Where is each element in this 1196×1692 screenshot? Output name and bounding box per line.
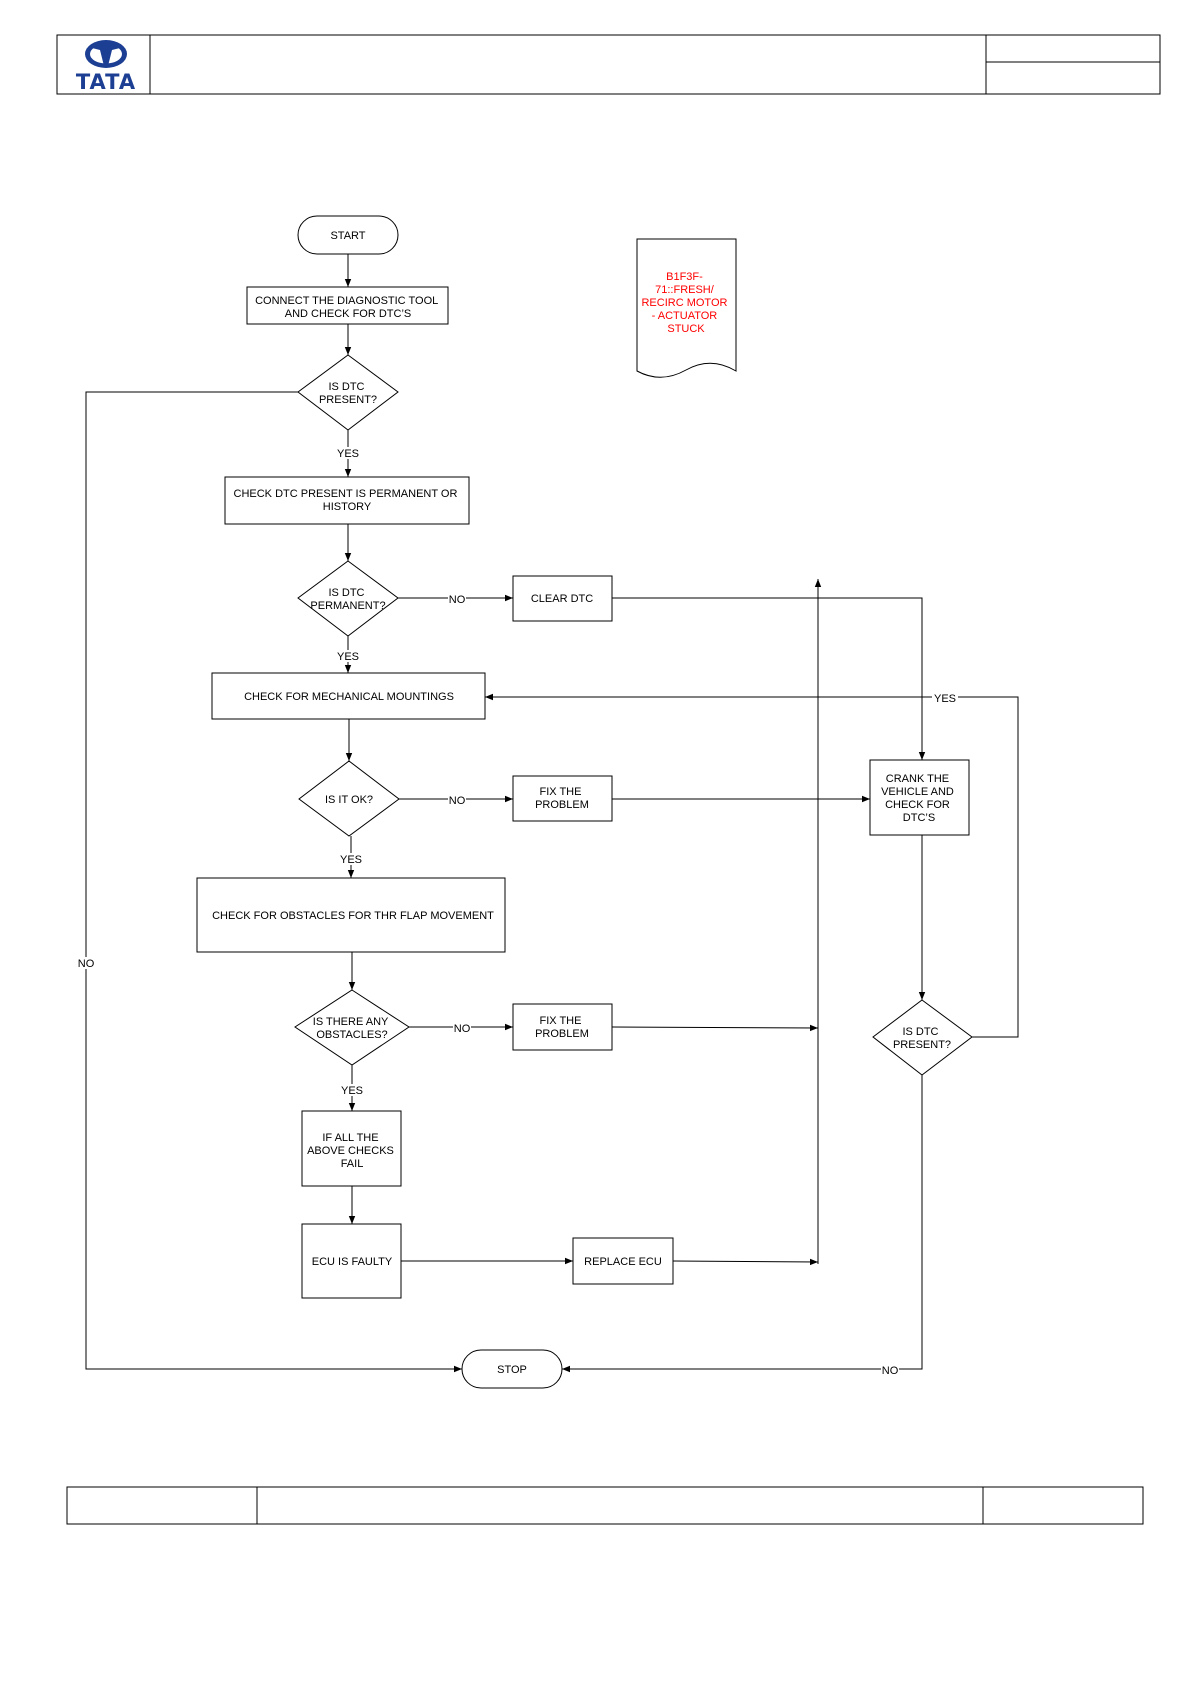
clear-dtc-label: CLEAR DTC	[531, 593, 593, 605]
footer-frame	[66, 1486, 1144, 1525]
all-checks-fail-line: IF ALL THE	[322, 1132, 378, 1144]
replace-ecu-label: REPLACE ECU	[584, 1256, 662, 1268]
check-dtc-permanent-process	[224, 476, 470, 525]
clear-dtc-line: CLEAR DTC	[531, 593, 593, 605]
label-permanent-no: NO	[449, 594, 466, 606]
edge-replace-bus	[672, 1258, 819, 1266]
ecu-faulty-process	[301, 1223, 402, 1299]
fix-problem-2-label: FIX THE PROBLEM	[535, 1015, 589, 1040]
start-label: START	[330, 230, 365, 242]
label-present2-no: NO	[882, 1365, 899, 1377]
dtc-note-line: RECIRC MOTOR	[641, 297, 727, 309]
dtc-note: B1F3F- 71::FRESH/ RECIRC MOTOR - ACTUATO…	[636, 238, 737, 378]
any-obstacles-line: IS THERE ANY	[313, 1016, 389, 1028]
connect-tool-label: CONNECT THE DIAGNOSTIC TOOL AND CHECK FO…	[255, 295, 441, 320]
tata-logo-text: TATA	[76, 70, 136, 94]
check-obstacles-line: CHECK FOR OBSTACLES FOR THR FLAP MOVEMEN…	[212, 910, 494, 922]
is-dtc-present-label: IS DTC PRESENT?	[319, 381, 377, 406]
crank-vehicle-process	[869, 759, 970, 836]
fix-problem-1-label: FIX THE PROBLEM	[535, 786, 589, 811]
stop-label: STOP	[497, 1364, 527, 1376]
any-obstacles-label: IS THERE ANY OBSTACLES?	[313, 1016, 391, 1041]
check-dtc-permanent-line: HISTORY	[323, 501, 372, 513]
check-dtc-permanent-label: CHECK DTC PRESENT IS PERMANENT OR HISTOR…	[234, 488, 461, 513]
fix-problem-1-line: FIX THE	[539, 786, 581, 798]
dtc-note-text: B1F3F- 71::FRESH/ RECIRC MOTOR - ACTUATO…	[641, 271, 730, 335]
crank-vehicle-line: CHECK FOR	[885, 799, 950, 811]
is-dtc-present-2-label: IS DTC PRESENT?	[893, 1026, 951, 1051]
is-it-ok-decision	[298, 760, 400, 837]
label-obstacles-no: NO	[454, 1023, 471, 1035]
label-present-yes: YES	[337, 448, 359, 460]
label-present2-yes: YES	[934, 693, 956, 705]
all-checks-fail-line: ABOVE CHECKS	[307, 1145, 394, 1157]
fix-problem-1-line: PROBLEM	[535, 799, 589, 811]
header-frame	[56, 34, 1161, 95]
crank-vehicle-line: CRANK THE	[886, 773, 949, 785]
fix-problem-1-process	[512, 775, 613, 822]
check-mountings-line: CHECK FOR MECHANICAL MOUNTINGS	[244, 691, 454, 703]
label-ok-yes: YES	[340, 854, 362, 866]
dtc-note-line: B1F3F-	[666, 271, 703, 283]
label-obstacles-yes: YES	[341, 1085, 363, 1097]
check-obstacles-label: CHECK FOR OBSTACLES FOR THR FLAP MOVEMEN…	[212, 910, 494, 922]
edge-present2-no	[562, 1075, 923, 1373]
tata-logo-emblem	[85, 40, 127, 68]
edge-present-no	[85, 391, 462, 1373]
stop-line: STOP	[497, 1364, 527, 1376]
tata-logo: TATA	[76, 40, 136, 94]
replace-ecu-line: REPLACE ECU	[584, 1256, 662, 1268]
dtc-note-line: STUCK	[667, 323, 705, 335]
edge-present2-yes	[485, 693, 1019, 1038]
is-dtc-present-line: PRESENT?	[319, 394, 377, 406]
ecu-faulty-line: ECU IS FAULTY	[312, 1256, 393, 1268]
is-dtc-present-2-line: IS DTC	[902, 1026, 938, 1038]
is-it-ok-line: IS IT OK?	[325, 794, 373, 806]
edge-fix2-bus	[611, 1024, 819, 1032]
fix-problem-2-line: PROBLEM	[535, 1028, 589, 1040]
label-ok-no: NO	[449, 795, 466, 807]
all-checks-fail-process	[301, 1110, 402, 1187]
crank-vehicle-line: DTC’S	[903, 812, 935, 824]
replace-ecu-process	[572, 1237, 674, 1285]
is-dtc-permanent-line: PERMANENT?	[310, 600, 385, 612]
fix-problem-2-line: FIX THE	[539, 1015, 581, 1027]
any-obstacles-line: OBSTACLES?	[316, 1029, 387, 1041]
label-present-no: NO	[78, 958, 95, 970]
connect-tool-line: CONNECT THE DIAGNOSTIC TOOL	[255, 295, 438, 307]
fix-problem-2-process	[512, 1003, 613, 1051]
check-dtc-permanent-line: CHECK DTC PRESENT IS PERMANENT OR	[234, 488, 458, 500]
crank-vehicle-label: CRANK THE VEHICLE AND CHECK FOR DTC’S	[881, 773, 957, 824]
all-checks-fail-line: FAIL	[341, 1158, 364, 1170]
clear-dtc-process	[512, 575, 613, 622]
is-dtc-permanent-line: IS DTC	[328, 587, 364, 599]
connect-tool-line: AND CHECK FOR DTC’S	[285, 308, 412, 320]
is-dtc-permanent-label: IS DTC PERMANENT?	[310, 587, 385, 612]
edge-clear-crank	[612, 597, 926, 760]
check-mountings-label: CHECK FOR MECHANICAL MOUNTINGS	[244, 691, 454, 703]
all-checks-fail-label: IF ALL THE ABOVE CHECKS FAIL	[307, 1132, 397, 1170]
dtc-note-line: - ACTUATOR	[652, 310, 718, 322]
ecu-faulty-label: ECU IS FAULTY	[312, 1256, 393, 1268]
start-line: START	[330, 230, 365, 242]
is-dtc-present-2-line: PRESENT?	[893, 1039, 951, 1051]
is-it-ok-label: IS IT OK?	[325, 794, 373, 806]
label-permanent-yes: YES	[337, 651, 359, 663]
is-dtc-present-line: IS DTC	[328, 381, 364, 393]
check-obstacles-process	[196, 877, 506, 953]
dtc-note-line: 71::FRESH/	[655, 284, 715, 296]
crank-vehicle-line: VEHICLE AND	[881, 786, 954, 798]
